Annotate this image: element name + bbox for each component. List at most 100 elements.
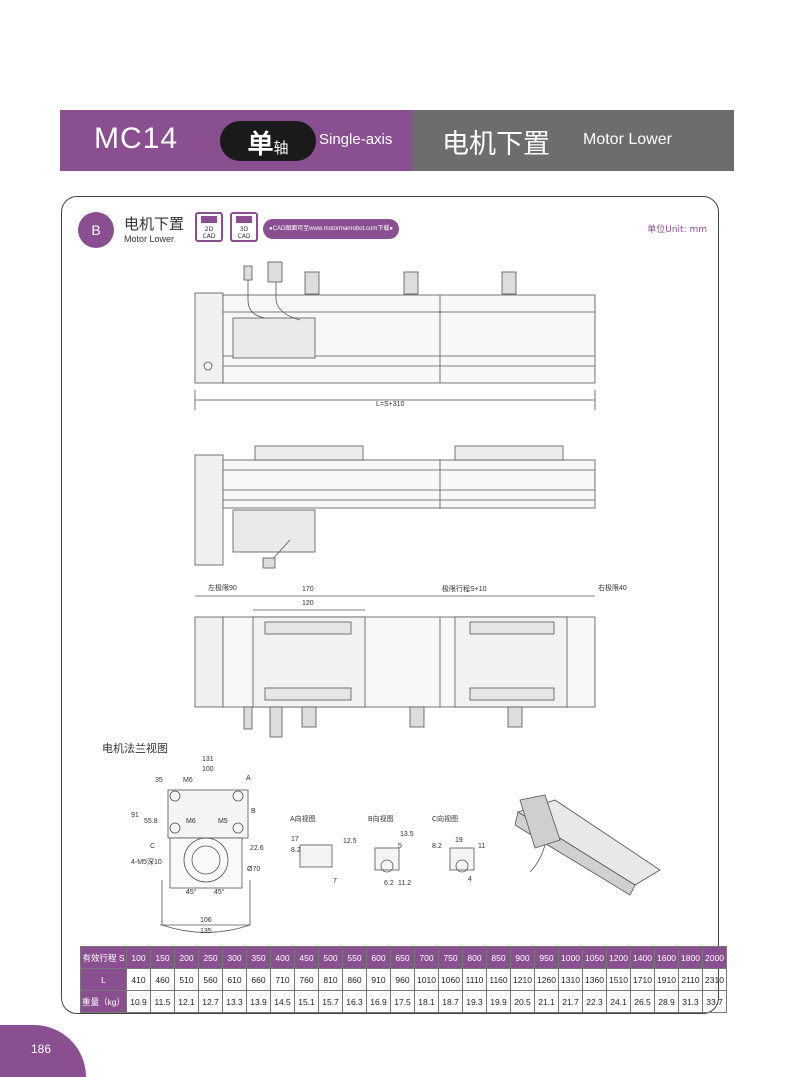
length-cell: 1160: [486, 968, 511, 991]
c-dim-11: 11: [478, 843, 486, 850]
page-number-tab: 186: [0, 1025, 86, 1077]
cad-2d-line1: 2D: [204, 226, 214, 233]
dim-22-6: 22.6: [250, 845, 264, 852]
stroke-cell: 600: [366, 946, 391, 969]
weight-cell: 21.7: [558, 990, 583, 1013]
single-axis-label: Single-axis: [319, 131, 393, 148]
weight-cell: 19.9: [486, 990, 511, 1013]
holes-label: 4-M5深10: [131, 859, 162, 866]
stroke-cell: 1000: [558, 946, 583, 969]
title-banner: MC14 单轴 Single-axis 电机下置 Motor Lower: [60, 110, 734, 171]
motor-top: [232, 317, 316, 359]
weight-cell: 31.3: [678, 990, 703, 1013]
length-cell: 710: [270, 968, 295, 991]
weight-cell: 26.5: [630, 990, 655, 1013]
pill-small-char: 轴: [273, 139, 289, 157]
length-cell: 1110: [462, 968, 487, 991]
b-dim-5: 5: [398, 843, 402, 850]
length-cell: 1710: [630, 968, 655, 991]
c-dim-8-2: 8.2: [432, 843, 442, 850]
row-header-length: L: [80, 968, 127, 991]
cad-download-note[interactable]: ●CAD图面可至www.motormanrobot.com下载●: [263, 219, 399, 239]
weight-cell: 28.9: [654, 990, 679, 1013]
stroke-cell: 900: [510, 946, 535, 969]
stroke-cell: 1600: [654, 946, 679, 969]
stroke-cell: 450: [294, 946, 319, 969]
dim-106: 106: [200, 917, 212, 924]
m6-top: M6: [183, 777, 193, 784]
end-cap-side: [194, 454, 224, 566]
c-dim-4: 4: [468, 876, 472, 883]
length-cell: 810: [318, 968, 343, 991]
weight-cell: 17.5: [390, 990, 415, 1013]
weight-cell: 16.9: [366, 990, 391, 1013]
stroke-cell: 300: [222, 946, 247, 969]
weight-cell: 10.9: [126, 990, 151, 1013]
pill-big-char: 单: [247, 130, 274, 160]
b-dim-6-2: 6.2: [384, 880, 394, 887]
weight-cell: 14.5: [270, 990, 295, 1013]
length-label: L=S+310: [376, 401, 405, 408]
section-title-en: Motor Lower: [124, 234, 175, 244]
label-b: B: [251, 808, 256, 815]
banner-right: [413, 110, 734, 171]
stroke-cell: 200: [174, 946, 199, 969]
model-name: MC14: [94, 122, 179, 155]
length-cell: 2310: [702, 968, 727, 991]
length-cell: 610: [222, 968, 247, 991]
weight-cell: 18.7: [438, 990, 463, 1013]
right-limit-label: 右极限40: [598, 585, 627, 592]
weight-cell: 22.3: [582, 990, 607, 1013]
length-cell: 1060: [438, 968, 463, 991]
label-a: A: [246, 775, 251, 782]
length-cell: 760: [294, 968, 319, 991]
dim-91: 91: [131, 812, 139, 819]
weight-cell: 13.3: [222, 990, 247, 1013]
page-number: 186: [31, 1042, 52, 1056]
section-badge: B: [78, 212, 114, 248]
dim-135: 135: [200, 928, 212, 935]
stroke-cell: 150: [150, 946, 175, 969]
length-cell: 860: [342, 968, 367, 991]
weight-cell: 33.7: [702, 990, 727, 1013]
stroke-cell: 700: [414, 946, 439, 969]
length-cell: 1260: [534, 968, 559, 991]
length-cell: 1210: [510, 968, 535, 991]
view-c-title: C向视图: [432, 816, 459, 823]
length-cell: 910: [366, 968, 391, 991]
left-limit-label: 左极限90: [208, 585, 237, 592]
length-cell: 1910: [654, 968, 679, 991]
stroke-cell: 950: [534, 946, 559, 969]
cad-2d-line2: CAD: [202, 233, 216, 240]
weight-cell: 11.5: [150, 990, 175, 1013]
length-cell: 660: [246, 968, 271, 991]
stroke-cell: 1050: [582, 946, 607, 969]
stroke-cell: 400: [270, 946, 295, 969]
weight-cell: 15.7: [318, 990, 343, 1013]
length-cell: 1310: [558, 968, 583, 991]
a-dim-8-2: 8.2: [291, 847, 301, 854]
cad-3d-line1: 3D: [239, 226, 249, 233]
a-dim-17: 17: [291, 836, 299, 843]
b-dim-11-2: 11.2: [398, 880, 412, 887]
stroke-cell: 650: [390, 946, 415, 969]
weight-cell: 12.7: [198, 990, 223, 1013]
weight-cell: 16.3: [342, 990, 367, 1013]
length-cell: 510: [174, 968, 199, 991]
stroke-cell: 750: [438, 946, 463, 969]
cad-3d-line2: CAD: [237, 233, 251, 240]
a-dim-7: 7: [333, 878, 337, 885]
weight-cell: 20.5: [510, 990, 535, 1013]
deg-45-right: 45°: [214, 889, 225, 896]
weight-cell: 18.1: [414, 990, 439, 1013]
b-dim-13-5: 13.5: [400, 831, 414, 838]
stroke-cell: 1800: [678, 946, 703, 969]
stroke-cell: 350: [246, 946, 271, 969]
dim-35: 35: [155, 777, 163, 784]
stroke-cell: 850: [486, 946, 511, 969]
length-cell: 960: [390, 968, 415, 991]
